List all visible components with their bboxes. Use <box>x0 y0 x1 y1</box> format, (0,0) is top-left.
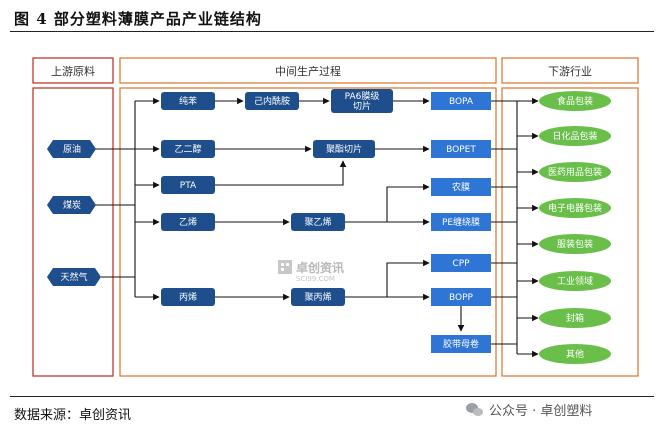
svg-text:BOPA: BOPA <box>449 97 474 107</box>
svg-text:乙二醇: 乙二醇 <box>174 143 201 155</box>
svg-text:农膜: 农膜 <box>452 181 470 193</box>
svg-text:食品包装: 食品包装 <box>557 95 593 107</box>
raw-material-coal: 煤炭 <box>47 196 96 214</box>
svg-text:天然气: 天然气 <box>60 271 87 283</box>
film-agri: 农膜 <box>431 178 491 196</box>
svg-text:BOPP: BOPP <box>449 293 474 303</box>
node-benzene: 纯苯 <box>161 92 215 110</box>
svg-text:己内酰胺: 己内酰胺 <box>254 95 290 107</box>
svg-text:CPP: CPP <box>452 259 470 269</box>
node-propylene: 丙烯 <box>161 288 215 306</box>
svg-text:煤炭: 煤炭 <box>63 199 81 211</box>
svg-text:聚酯切片: 聚酯切片 <box>326 143 362 155</box>
industry-electronics-packaging: 电子电器包装 <box>539 198 611 218</box>
node-caprolactam: 己内酰胺 <box>245 92 299 110</box>
svg-text:PTA: PTA <box>180 181 197 191</box>
wechat-account: 公众号 · 卓创塑料 <box>466 400 592 419</box>
film-tape-master: 胶带母卷 <box>431 335 491 353</box>
downstream-title: 下游行业 <box>548 65 592 78</box>
industry-industrial: 工业领域 <box>539 271 611 291</box>
raw-material-natural-gas: 天然气 <box>47 268 101 286</box>
svg-text:BOPET: BOPET <box>446 145 476 155</box>
source-note: 数据来源：卓创资讯 <box>14 408 132 423</box>
node-pe: 聚乙烯 <box>291 213 345 231</box>
node-meg: 乙二醇 <box>161 140 215 158</box>
film-bopa: BOPA <box>431 92 491 110</box>
node-pa6-chips: PA6膜级切片 <box>331 89 393 113</box>
svg-text:原油: 原油 <box>63 143 81 155</box>
midstream-section: 中间生产过程 <box>119 57 497 377</box>
industry-daily-chemical-packaging: 日化品包装 <box>539 126 611 146</box>
svg-text:聚乙烯: 聚乙烯 <box>304 216 331 228</box>
svg-text:日化品包装: 日化品包装 <box>552 130 597 142</box>
node-pet-chips: 聚酯切片 <box>313 140 375 158</box>
svg-text:其他: 其他 <box>566 348 584 360</box>
industry-carton-sealing: 封箱 <box>539 308 611 328</box>
node-ethylene: 乙烯 <box>161 213 215 231</box>
midstream-title: 中间生产过程 <box>275 64 341 78</box>
upstream-section: 上游原料 <box>32 57 114 377</box>
svg-text:PA6膜级切片: PA6膜级切片 <box>345 90 380 112</box>
top-rule <box>10 31 654 32</box>
svg-text:医药用品包装: 医药用品包装 <box>548 166 602 178</box>
svg-text:丙烯: 丙烯 <box>179 291 197 303</box>
bottom-rule <box>10 396 654 397</box>
upstream-title: 上游原料 <box>51 64 95 78</box>
film-bopet: BOPET <box>431 140 491 158</box>
watermark-site: SCI99.COM <box>296 275 335 283</box>
watermark: 卓创资讯 SCI99.COM <box>278 260 344 283</box>
figure-title: 图 4 部分塑料薄膜产品产业链结构 <box>14 10 262 28</box>
industry-food-packaging: 食品包装 <box>539 91 611 111</box>
svg-text:乙烯: 乙烯 <box>179 216 197 228</box>
connectors <box>95 97 539 358</box>
downstream-section: 下游行业 <box>501 57 639 377</box>
svg-text:纯苯: 纯苯 <box>179 95 197 107</box>
raw-material-crude-oil: 原油 <box>47 140 96 158</box>
industry-medical-packaging: 医药用品包装 <box>539 162 611 182</box>
svg-text:工业领域: 工业领域 <box>557 275 593 287</box>
film-pe-stretch: PE缠绕膜 <box>431 213 491 231</box>
watermark-name: 卓创资讯 <box>296 260 344 275</box>
film-cpp: CPP <box>431 254 491 272</box>
wechat-icon <box>466 402 484 417</box>
svg-text:服装包装: 服装包装 <box>557 238 593 250</box>
film-bopp: BOPP <box>431 288 491 306</box>
svg-text:PE缠绕膜: PE缠绕膜 <box>442 216 480 228</box>
svg-text:封箱: 封箱 <box>566 312 584 324</box>
node-pp: 聚丙烯 <box>291 288 345 306</box>
industry-apparel-packaging: 服装包装 <box>539 234 611 254</box>
svg-text:电子电器包装: 电子电器包装 <box>548 202 602 214</box>
svg-text:胶带母卷: 胶带母卷 <box>443 338 479 350</box>
node-pta: PTA <box>161 176 215 194</box>
industry-other: 其他 <box>539 344 611 364</box>
wechat-label: 公众号 · 卓创塑料 <box>489 404 593 419</box>
svg-text:聚丙烯: 聚丙烯 <box>304 291 331 303</box>
